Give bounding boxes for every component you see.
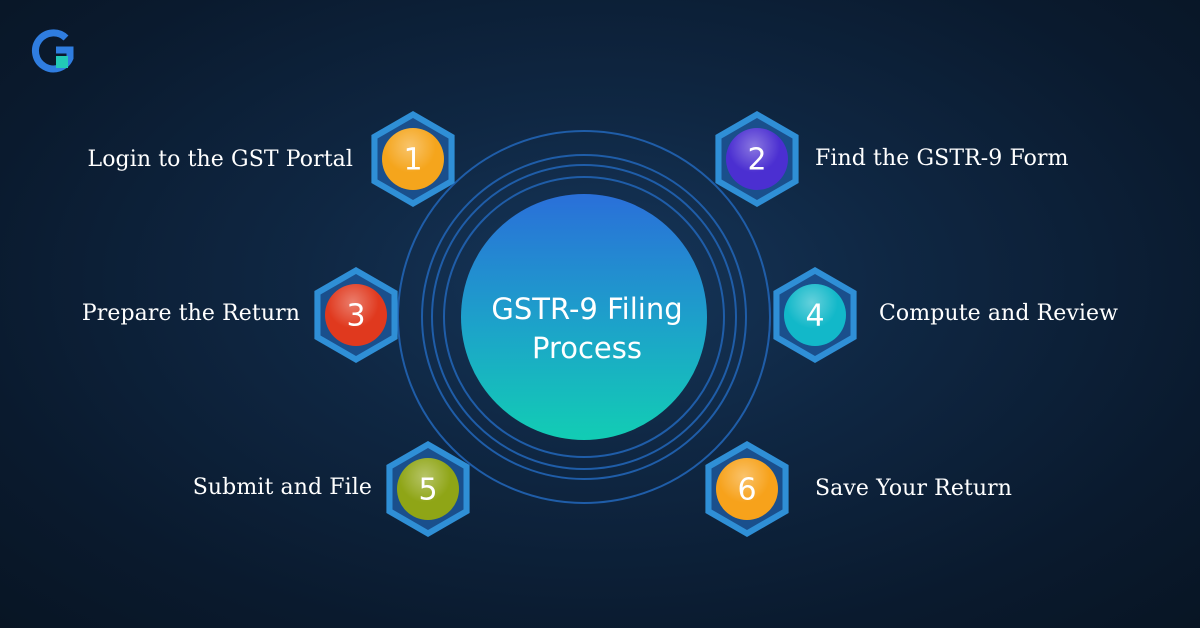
step-4-label: Compute and Review [879,301,1119,326]
step-3-number: 3 [346,299,365,334]
step-6-badge: 6 [705,441,789,537]
step-1-ball-highlight [382,128,444,190]
step-1-label: Login to the GST Portal [87,147,353,172]
step-4-badge: 4 [773,267,857,363]
center-title-line2: Process [531,331,642,365]
step-3-ball-highlight [325,284,387,346]
step-6-number: 6 [737,473,756,508]
center-circle [461,194,707,440]
center-title-line1: GSTR-9 Filing [491,292,683,326]
step-5-badge: 5 [386,441,470,537]
center-title: GSTR-9 Filing Process [462,290,712,368]
concentric-rings [397,130,771,504]
step-3-label: Prepare the Return [81,301,300,326]
step-5-number: 5 [418,473,437,508]
step-3-badge: 3 [314,267,398,363]
step-5-label: Submit and File [192,475,372,500]
step-2-badge: 2 [715,111,799,207]
step-6-ball-highlight [716,458,778,520]
step-4-number: 4 [805,299,824,334]
step-5-ball-highlight [397,458,459,520]
step-badges: 1 2 3 4 5 6 [314,111,857,537]
step-2-number: 2 [747,143,766,178]
g-logo-icon [31,29,74,73]
step-4-ball-highlight [784,284,846,346]
step-1-badge: 1 [371,111,455,207]
step-2-ball-highlight [726,128,788,190]
step-6-label: Save Your Return [815,476,1013,501]
step-1-number: 1 [403,143,422,178]
step-2-label: Find the GSTR-9 Form [815,146,1069,171]
